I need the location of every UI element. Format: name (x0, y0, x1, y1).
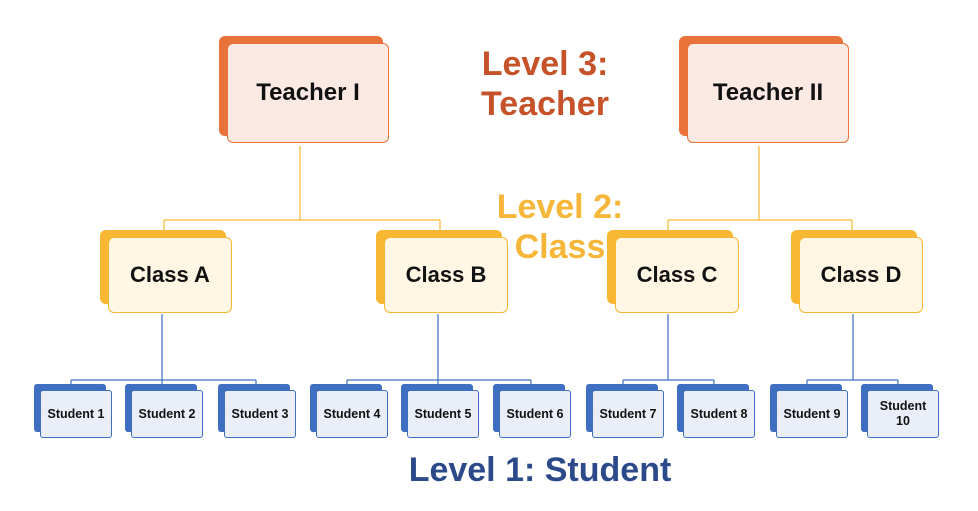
class-node-label: Class B (384, 237, 508, 313)
student-node-label: Student 2 (131, 390, 203, 438)
class-node-label: Class D (799, 237, 923, 313)
teacher-node-label: Teacher I (227, 43, 389, 143)
level-1-label: Level 1: Student (408, 451, 672, 489)
student-node-label: Student 5 (407, 390, 479, 438)
student-node-label: Student 3 (224, 390, 296, 438)
student-node-label: Student 4 (316, 390, 388, 438)
class-node-label: Class C (615, 237, 739, 313)
student-node-label: Student 10 (867, 390, 939, 438)
student-node-label: Student 9 (776, 390, 848, 438)
student-node-label: Student 8 (683, 390, 755, 438)
student-node-label: Student 6 (499, 390, 571, 438)
student-node-label: Student 7 (592, 390, 664, 438)
level-3-label: Level 3: Teacher (481, 45, 609, 123)
class-node-label: Class A (108, 237, 232, 313)
teacher-node-label: Teacher II (687, 43, 849, 143)
student-node-label: Student 1 (40, 390, 112, 438)
level-2-label: Level 2: Class (496, 188, 624, 266)
